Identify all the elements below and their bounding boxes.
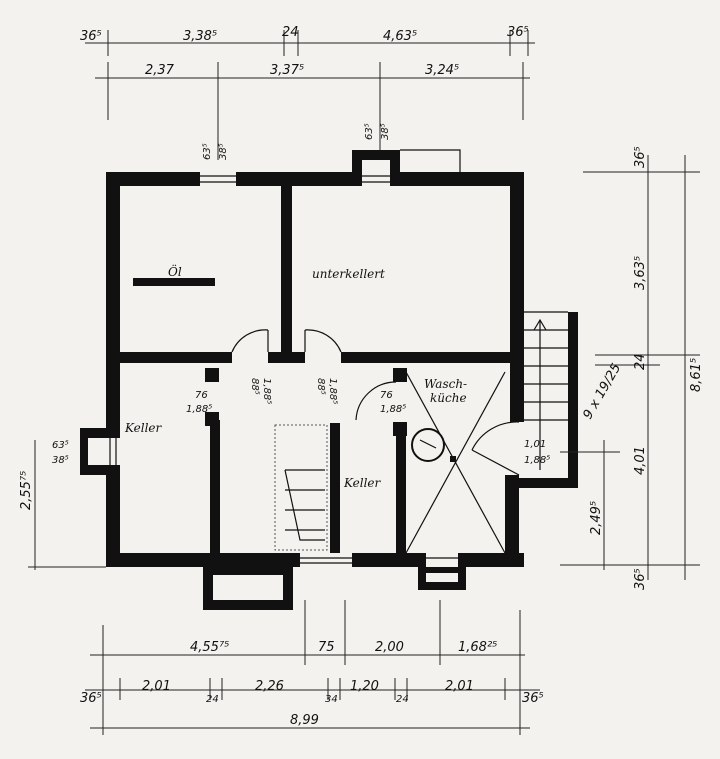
window-dim-3: 63⁵ [364,123,375,140]
top-dimension-row-2: 2,37 3,37⁵ 3,24⁵ [95,62,530,160]
dim-top-2c: 3,24⁵ [425,63,459,78]
dim-bottom-1d: 1,68²⁵ [458,640,497,655]
dim-top-2a: 2,37 [145,63,175,78]
oil-label: Öl [168,263,182,279]
dim-top-1a: 36⁵ [80,29,102,44]
dim-bottom-total: 8,99 [290,713,319,728]
dim-top-1d: 4,63⁵ [383,29,417,44]
interior-stair [274,424,328,551]
right-dimensions: 36⁵ 3,63⁵ 24 4,01 36⁵ 8,61⁵ 2,49⁵ [560,146,704,590]
room-label-unterkellert: unterkellert [312,267,385,281]
room-label-waschkueche-1: Wasch- [424,377,467,391]
dim-right-c: 24 [633,353,648,370]
door-dim-9: 1,01 [524,439,546,450]
dim-top-1e: 36⁵ [507,25,529,40]
dim-bottom-2f: 1,20 [350,679,379,694]
exterior-stair [524,311,568,470]
dim-right-total: 8,61⁵ [689,358,704,392]
dim-bottom-2i: 36⁵ [522,691,544,706]
dim-left-a: 2,55⁷⁵ [19,471,34,510]
door-dimension-labels: 76 1,88⁵ 88⁵ 1,88⁵ 88⁵ 1,88⁵ 76 1,88⁵ 1,… [186,378,550,466]
door-dim-7: 76 [380,390,393,401]
window-dim-1: 63⁵ [202,143,213,160]
room-label-keller-center: Keller [343,476,382,490]
door-dim-10: 1,88⁵ [524,455,550,466]
door-dim-6: 1,88⁵ [327,378,338,404]
dim-right-b: 3,63⁵ [633,256,648,290]
door-dim-1: 76 [195,390,208,401]
room-label-waschkueche-2: küche [430,391,467,405]
doors [210,329,524,476]
laundry-fixtures [405,371,506,554]
bottom-dimension-row-2: 36⁵ 2,01 24 2,26 34 1,20 24 2,01 36⁵ [80,678,544,706]
dim-bottom-1c: 2,00 [375,640,404,655]
dim-right-d: 4,01 [633,446,648,475]
stair-label: 9 x 19/25 [580,361,624,422]
door-dim-2: 1,88⁵ [186,404,212,415]
dim-bottom-2h: 2,01 [445,679,474,694]
dim-bottom-1b: 75 [318,640,335,655]
walls [80,150,578,610]
dim-bottom-1a: 4,55⁷⁵ [190,640,229,655]
dim-top-2b: 3,37⁵ [270,63,304,78]
door-dim-4: 1,88⁵ [261,378,272,404]
dim-bottom-2c: 24 [206,694,219,705]
bottom-dimension-total: 8,99 [90,713,530,729]
dim-right-g: 2,49⁵ [589,501,604,535]
window-dim-left-2: 38⁵ [52,455,69,466]
bottom-dimension-row-1: 4,55⁷⁵ 75 2,00 1,68²⁵ [90,600,525,735]
dim-bottom-2d: 2,26 [255,679,284,694]
dim-bottom-2g: 24 [396,694,409,705]
oil-tank-mark [133,278,215,286]
room-label-keller-left: Keller [124,421,163,435]
dim-right-a: 36⁵ [633,146,648,168]
window-dim-2: 38⁵ [218,143,229,160]
window-dim-left-1: 63⁵ [52,440,69,451]
dim-bottom-2a: 36⁵ [80,691,102,706]
door-dim-5: 88⁵ [315,378,326,395]
left-dimensions: 2,55⁷⁵ 63⁵ 38⁵ [19,440,106,570]
top-dimension-row-1: 36⁵ 3,38⁵ 24 4,63⁵ 36⁵ [80,25,535,56]
dim-bottom-2b: 2,01 [142,679,171,694]
door-dim-3: 88⁵ [249,378,260,395]
dim-bottom-2e: 34 [325,694,338,705]
dim-top-1c: 24 [282,25,299,40]
window-dim-4: 38⁵ [380,123,391,140]
windows [106,172,458,567]
dim-top-1b: 3,38⁵ [183,29,217,44]
dim-right-e: 36⁵ [633,568,648,590]
door-dim-8: 1,88⁵ [380,404,406,415]
